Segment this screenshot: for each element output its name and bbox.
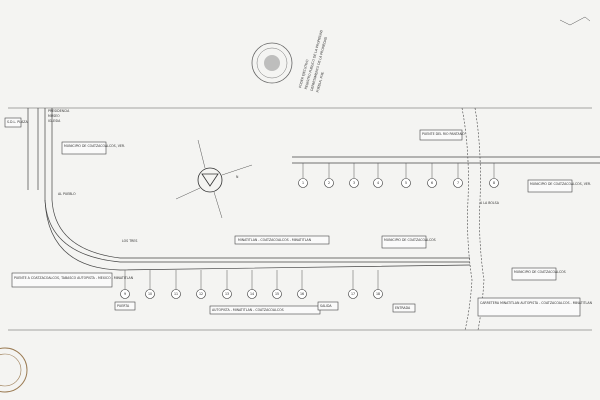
upper-markers: 1 2 3 4 5 6 7 8 — [298, 163, 499, 188]
stamp-line-4: PUEBLA, PUE. — [315, 71, 325, 93]
upper-marker-label: 8 — [493, 181, 495, 185]
lower-marker-1: 9 — [120, 270, 130, 299]
lower-marker-label: 14 — [250, 292, 254, 296]
north-mark: N — [236, 175, 239, 179]
box-center-right-label: MUNICIPIO DE COATZACOALCOS — [384, 238, 436, 242]
partial-seal-bottom-left — [0, 347, 28, 393]
lower-marker-4: 12 — [196, 270, 206, 299]
river-left-bank — [461, 107, 473, 331]
upper-marker-6: 6 — [427, 163, 437, 188]
small-box-c — [392, 303, 416, 313]
box-right-top — [419, 129, 463, 141]
river-right-bank — [474, 107, 485, 331]
lower-marker-6: 14 — [247, 270, 257, 299]
lower-marker-8: 16 — [297, 270, 307, 299]
box-right-upper — [527, 179, 573, 193]
legend-item-2: MUSEO — [48, 114, 60, 118]
upper-marker-1: 1 — [298, 163, 308, 188]
lower-marker-3: 11 — [171, 270, 181, 299]
box-right-mid-label: MUNICIPIO DE COATZACOALCOS — [514, 270, 566, 274]
lower-marker-label: 10 — [148, 292, 152, 296]
upper-marker-label: 3 — [353, 181, 355, 185]
lower-marker-label: 11 — [174, 292, 178, 296]
stamp-text: PODER EJECUTIVO REGISTRO PUBLICO DE LA P… — [298, 29, 328, 93]
upper-marker-label: 2 — [328, 181, 330, 185]
box-left-lower-label: PUENTE A COATZACOALCOS, TABASCO AUTOPIST… — [14, 276, 134, 280]
box-left-lower — [11, 272, 113, 288]
label-box-top-left — [4, 117, 22, 128]
box-right-top-label: PUENTE DEL RIO PANTANO — [422, 132, 465, 136]
upper-marker-label: 7 — [457, 181, 459, 185]
small-box-c-label: ENTRADA — [395, 306, 411, 310]
box-bottom-right — [477, 297, 581, 317]
al-pueblo-label: AL PUEBLO — [58, 192, 76, 196]
upper-marker-label: 6 — [431, 181, 433, 185]
upper-marker-8: 8 — [489, 163, 499, 188]
lower-marker-label: 12 — [199, 292, 203, 296]
lower-marker-label: 16 — [300, 292, 304, 296]
lower-marker-10: 18 — [373, 270, 383, 299]
lower-marker-label: 15 — [275, 292, 279, 296]
mid-left-label: LOS TRES — [122, 239, 137, 243]
small-box-b-label: SALIDA — [320, 304, 332, 308]
upper-marker-7: 7 — [453, 163, 463, 188]
upper-marker-3: 3 — [349, 163, 359, 188]
box-left-upper-label: MUNICIPIO DE COATZACOALCOS, VER. — [64, 144, 125, 148]
scribble-top-right — [559, 16, 591, 26]
lower-marker-9: 17 — [348, 270, 358, 299]
box-bottom-center-label: AUTOPISTA - MINATITLAN - COATZACOALCOS — [212, 308, 284, 312]
box-right-mid — [511, 267, 557, 281]
box-center-right — [381, 235, 427, 249]
lower-marker-label: 9 — [124, 292, 126, 296]
upper-marker-2: 2 — [324, 163, 334, 188]
la-bolsa-label: A LA BOLSA — [480, 201, 500, 205]
lower-marker-5: 13 — [222, 270, 232, 299]
roundabout — [175, 139, 253, 219]
main-road-upper-inner — [51, 108, 470, 259]
upper-marker-4: 4 — [373, 163, 383, 188]
lower-marker-label: 13 — [225, 292, 229, 296]
box-left-upper — [61, 141, 107, 155]
top-left-small-label: S.D.L. PLAZA — [7, 120, 28, 124]
box-right-upper-label: MUNICIPIO DE COATZACOALCOS, VER. — [530, 182, 591, 186]
box-bottom-right-label: CARRETERA MINATITLAN AUTOPISTA - COATZAC… — [480, 301, 593, 305]
upper-marker-label: 5 — [405, 181, 407, 185]
upper-marker-label: 4 — [377, 181, 379, 185]
lower-marker-7: 15 — [272, 270, 282, 299]
legend-item-3: IGLESIA — [48, 119, 61, 123]
box-center-long-label: MINATITLAN - COATZACOALCOS - MINATITLAN — [238, 238, 312, 242]
lower-marker-label: 18 — [376, 292, 380, 296]
upper-marker-label: 1 — [302, 181, 304, 185]
main-road-lower — [44, 199, 471, 271]
official-stamp — [251, 42, 293, 84]
small-box-a-label: PUERTA — [117, 304, 130, 308]
stamp-line-1: PODER EJECUTIVO — [298, 59, 310, 89]
legend-item-1: PRESIDENCIA — [48, 109, 70, 113]
lower-marker-label: 17 — [351, 292, 355, 296]
lower-marker-2: 10 — [145, 270, 155, 299]
lower-markers: 9 10 11 12 13 14 15 16 17 18 — [120, 270, 383, 299]
legend-top-left: PRESIDENCIA MUSEO IGLESIA — [48, 109, 70, 123]
small-box-a — [114, 301, 136, 311]
small-box-b — [317, 301, 339, 311]
upper-marker-5: 5 — [401, 163, 411, 188]
box-center-long — [234, 235, 330, 245]
